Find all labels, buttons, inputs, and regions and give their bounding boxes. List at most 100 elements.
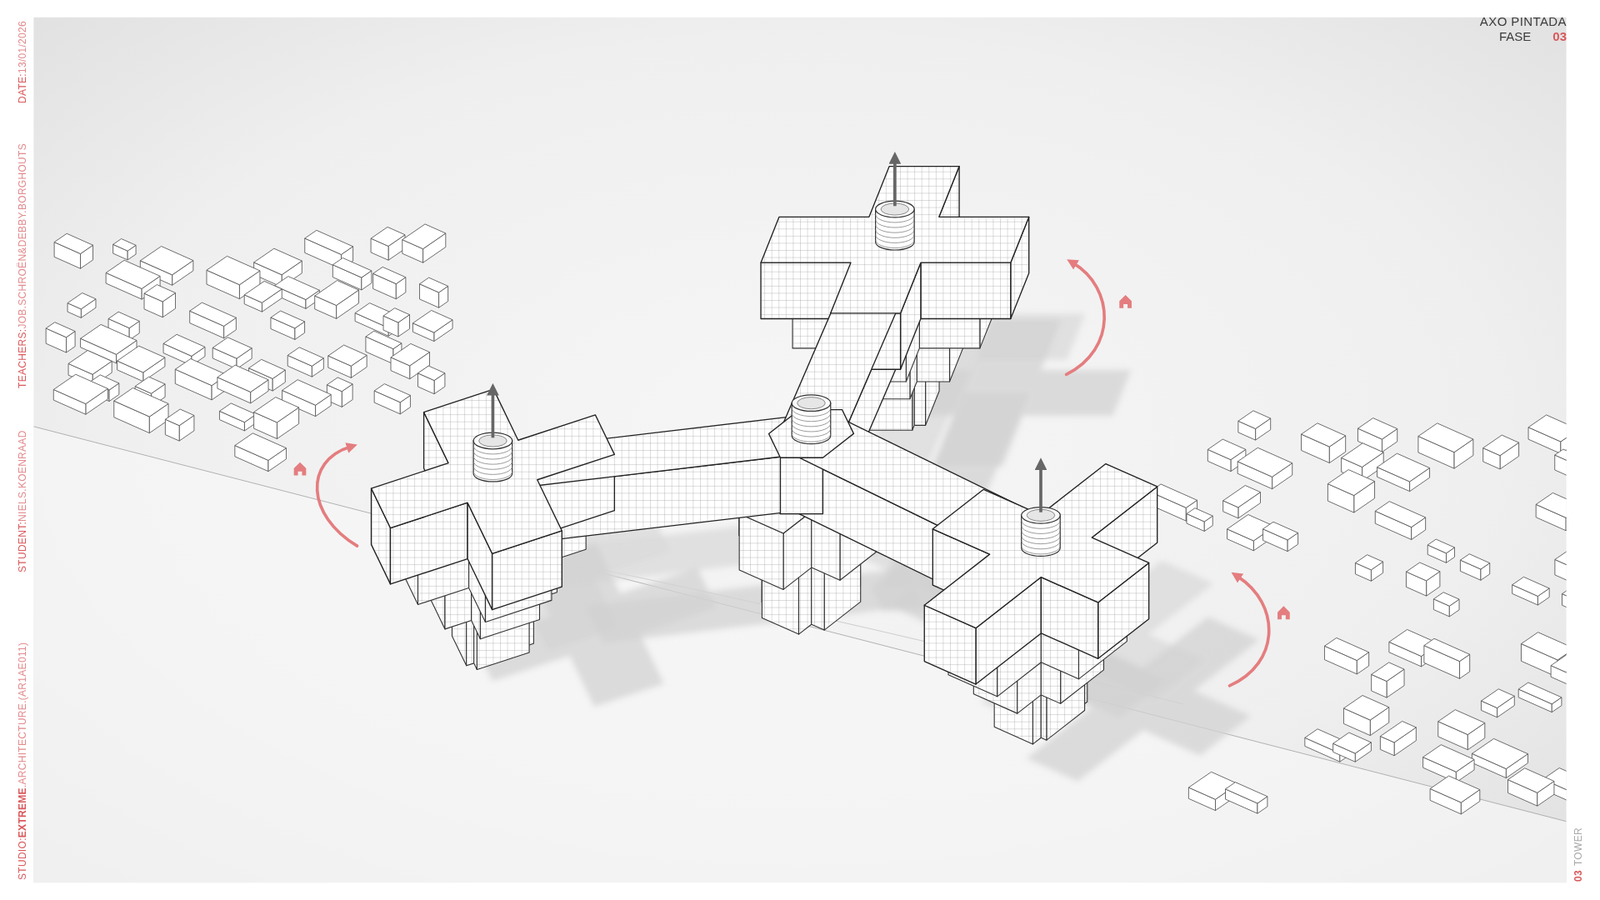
context-block-tops [1555,449,1567,465]
context-block-roof [282,380,332,406]
tower-arm-roof [924,464,1157,629]
context-block-tops [144,285,175,302]
cylinder-void [797,397,826,410]
context-block-roof [1520,632,1566,660]
sheet-number: 03TOWER [1572,827,1585,882]
context-block-roof [328,345,367,366]
text-field: NIELS.KOENRAAD [16,430,29,522]
house-icon [294,462,307,476]
context-block-roof [1483,435,1520,456]
context-block-roof [1555,550,1567,574]
context-block-roof [1223,485,1261,507]
context-block-tops [1433,592,1460,606]
context-block-tops [1341,443,1385,468]
context-block-tops [254,248,303,275]
context-block-tops [305,230,354,255]
context-block-tops [1555,550,1567,574]
context-block-roof [244,280,282,303]
context-block-tops [1380,720,1416,742]
vent-arrow [893,160,897,206]
context-block-roof [270,310,305,329]
context-block-roof [1480,689,1515,709]
context-block-tops [282,380,332,406]
curved-arrow [1066,263,1105,375]
curved-arrow [1230,576,1270,686]
sheet-panel [33,17,1566,883]
context-block-roof [54,233,93,254]
context-block-tops [1424,638,1470,661]
context-block-roof [217,365,269,392]
context-block-tops [1518,682,1562,705]
text-field: STUDIO: [16,837,29,880]
context-block-tops [1225,782,1268,804]
context-block-tops [1237,447,1293,477]
context-block-roof [254,248,303,275]
context-block-roof [383,308,410,323]
context-block-roof [1324,637,1369,660]
cylinder-ring [473,466,513,475]
context-block-tops [1263,521,1299,540]
context-block-tops [1186,508,1213,522]
context-block-tops [417,365,445,381]
context-block-roof [1207,439,1246,460]
context-block-tops [287,347,324,367]
context-block-tops [254,397,300,423]
context-block-tops [1483,435,1520,456]
context-block-tops [1333,732,1372,754]
context-block-tops [212,337,252,359]
context-block-tops [390,343,430,365]
tower-base-wall [914,379,925,425]
context-block-tops [1512,576,1550,596]
context-block-tops [1238,410,1271,430]
context-block-roof [1355,555,1383,570]
context-block-roof [1301,423,1346,447]
context-block-roof [326,377,353,392]
context-block-tops [165,409,195,426]
context-block-roof [1424,638,1470,661]
tower-arm-roof [371,389,615,554]
context-block-tops [113,239,136,252]
context-block-tops [114,388,169,418]
text-field: STUDENT: [16,521,29,573]
vent-arrow [491,391,495,438]
text-field: .ARCHITECTURE.(AR1AE011) [16,642,29,788]
context-block-roof [1237,447,1293,477]
context-block-roof [67,293,96,310]
tower-base-wall [1040,691,1047,740]
context-block-tops [108,311,140,328]
context-block-roof [1343,695,1389,720]
context-block-tops [1562,580,1567,607]
cylinder-ring [1021,530,1061,540]
context-block-tops [1405,562,1440,581]
context-block-roof [412,310,453,333]
cylinder-ring [473,471,513,480]
context-block-roof [305,230,354,255]
cylinder-ring [875,224,915,233]
context-block-roof [219,403,256,423]
tower-step-wall [919,317,980,349]
context-block-roof [1430,775,1480,803]
tower-step-walls [400,240,1134,697]
context-block-wall [1562,594,1567,619]
tower-arm-walls [371,166,1158,685]
context-block-roof [1333,732,1372,754]
key-word: EXTREME [16,787,29,838]
context-block-roof [1562,580,1567,607]
context-block-tops [53,374,108,404]
context-block-tops [1371,662,1405,682]
tower-arm-wall [920,262,1011,319]
context-block-tops [1355,555,1383,570]
context-block-roof [373,266,406,284]
cylinder-ring [1021,535,1061,545]
context-block-tops [80,324,137,355]
context-block-roof [1238,410,1271,430]
context-block-roof [402,224,446,250]
context-block-roof [1341,443,1385,468]
context-block-roof [1460,554,1490,570]
context-block-tops [45,322,75,338]
tower-arm-tops [371,166,1158,629]
context-block-roof [315,280,360,306]
context-block-tops [1343,695,1389,720]
